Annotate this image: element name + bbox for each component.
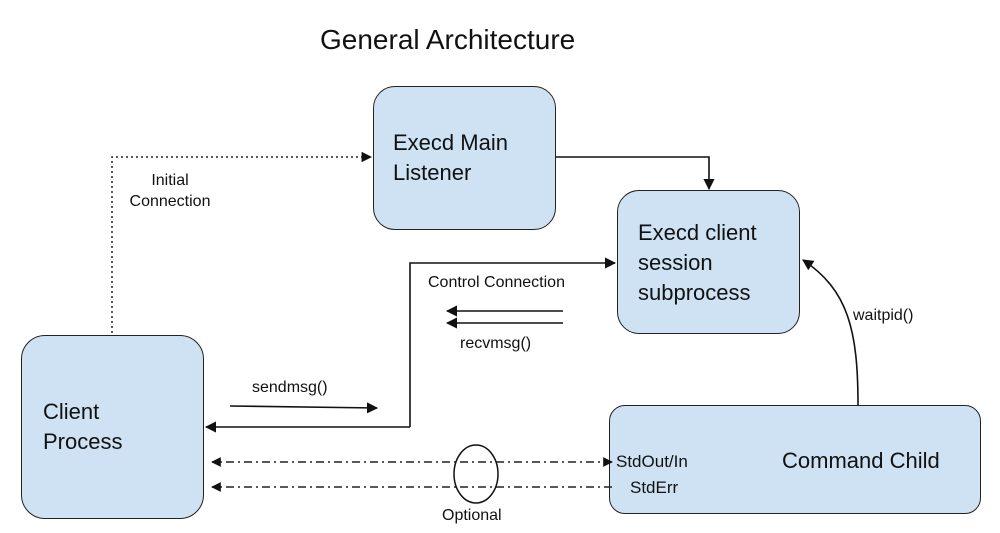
command-child-port-stderr: StdErr xyxy=(630,478,679,497)
control-connection-label: Control Connection xyxy=(428,274,565,291)
sendmsg-arrow xyxy=(229,402,379,414)
client-process-node xyxy=(21,335,204,519)
command-child-port-stdout: StdOut/In xyxy=(616,452,688,471)
diagram-title: General Architecture xyxy=(320,24,576,55)
command-child-node xyxy=(609,405,981,514)
session-subprocess-label-line1: Execd client xyxy=(638,220,757,245)
main-listener-label-line2: Listener xyxy=(393,160,472,185)
initial-connection-label-line2: Connection xyxy=(129,193,211,210)
initial-connection-label-line1: Initial xyxy=(151,172,189,189)
waitpid-arrow xyxy=(802,259,859,406)
control-connection-to-session-arrow xyxy=(409,257,617,427)
execd-main-listener-node xyxy=(373,86,556,230)
optional-label: Optional xyxy=(442,507,502,524)
initial-connection-arrow xyxy=(111,151,373,333)
listener-to-session-arrow xyxy=(556,156,715,191)
optional-ellipse xyxy=(453,444,499,504)
execd-client-session-subprocess-node xyxy=(617,190,800,334)
sendmsg-label: sendmsg() xyxy=(252,379,328,396)
waitpid-label: waitpid() xyxy=(853,307,914,324)
recvmsg-label: recvmsg() xyxy=(460,335,532,352)
main-listener-label-line1: Execd Main xyxy=(393,130,508,155)
client-process-label-line1: Client xyxy=(43,399,100,424)
session-subprocess-label-line2: session xyxy=(638,250,713,275)
command-child-label: Command Child xyxy=(782,448,940,473)
client-process-label-line2: Process xyxy=(43,429,123,454)
session-subprocess-label-line3: subprocess xyxy=(638,280,751,305)
